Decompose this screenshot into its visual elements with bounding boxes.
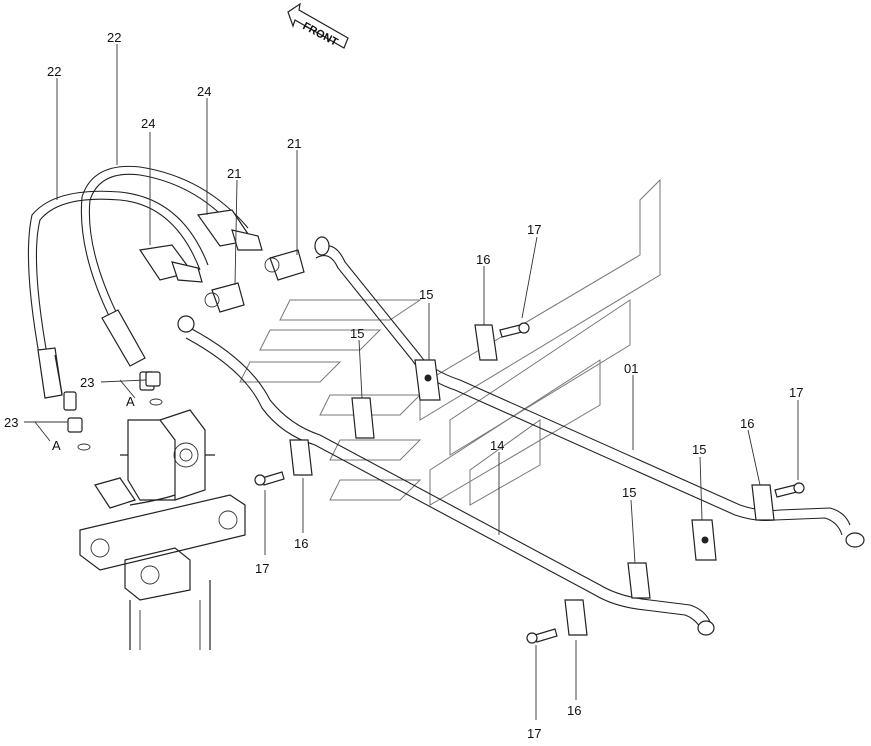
- callouts: 22 22 24 24 21 21 17 16 15 15 23 23 A A …: [4, 30, 803, 741]
- pipe-01: [314, 236, 865, 548]
- callout-15: 15: [419, 287, 433, 302]
- callout-23: 23: [80, 375, 94, 390]
- clamp-15-d: [627, 562, 651, 599]
- callout-17: 17: [527, 222, 541, 237]
- leader-lines: [24, 44, 799, 720]
- bolt-17-a: [499, 322, 530, 338]
- hose-22-left: [27, 190, 209, 411]
- clamp-15-a: [414, 359, 441, 401]
- bolt-17-b: [254, 471, 285, 486]
- adapter-23-a: [67, 417, 91, 451]
- callout-17: 17: [255, 561, 269, 576]
- callout-15: 15: [350, 326, 364, 341]
- callout-16: 16: [567, 703, 581, 718]
- callout-24: 24: [197, 84, 211, 99]
- bracket-16-b: [289, 439, 313, 476]
- callout-A: A: [52, 438, 61, 453]
- callout-15: 15: [692, 442, 706, 457]
- adapter-23-b: [145, 371, 163, 406]
- pipe-14: [177, 315, 715, 636]
- front-direction-arrow: FRONT: [287, 2, 349, 49]
- bolt-17-c: [774, 482, 805, 498]
- clamp-15-c: [691, 519, 717, 561]
- hose-22-right: [80, 165, 249, 391]
- bolt-17-d: [526, 628, 558, 644]
- callout-16: 16: [294, 536, 308, 551]
- callout-21: 21: [227, 166, 241, 181]
- bracket-16-d: [564, 599, 588, 636]
- callout-15: 15: [622, 485, 636, 500]
- hose-fitting-24-a: [138, 244, 203, 283]
- valve-bracket-assembly: [79, 409, 246, 650]
- callout-22: 22: [47, 64, 61, 79]
- clamp-15-b: [351, 397, 375, 439]
- tee-fitting-21-b: [264, 249, 305, 281]
- bracket-16-c: [751, 484, 775, 521]
- callout-17: 17: [527, 726, 541, 741]
- callout-21: 21: [287, 136, 301, 151]
- callout-23: 23: [4, 415, 18, 430]
- callout-22: 22: [107, 30, 121, 45]
- callout-14: 14: [490, 438, 504, 453]
- callout-24: 24: [141, 116, 155, 131]
- callout-16: 16: [476, 252, 490, 267]
- callout-16: 16: [740, 416, 754, 431]
- hose-fitting-24-b: [196, 209, 263, 251]
- callout-A: A: [126, 394, 135, 409]
- bracket-16-a: [474, 324, 498, 361]
- callout-17: 17: [789, 385, 803, 400]
- tee-fitting-21-a: [204, 282, 245, 313]
- callout-01: 01: [624, 361, 638, 376]
